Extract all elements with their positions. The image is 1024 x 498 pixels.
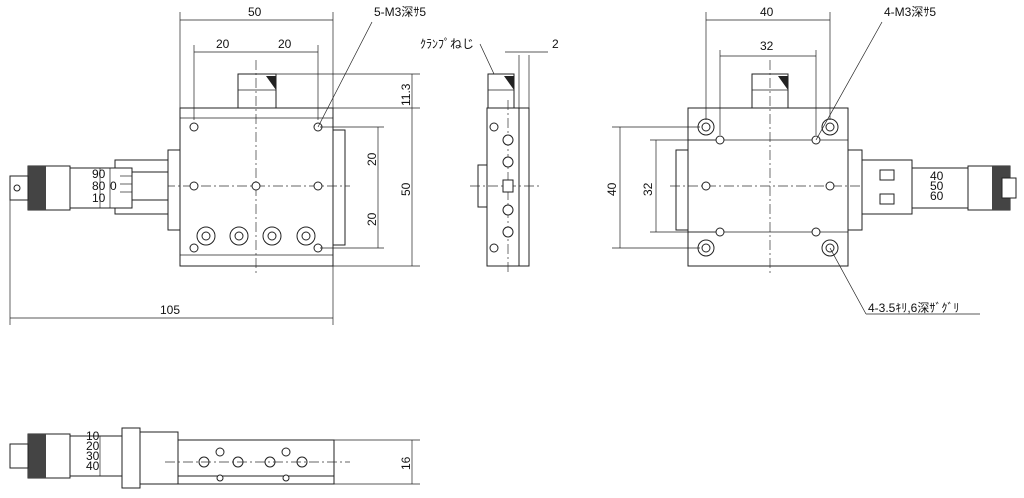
dim-side-clamp: ｸﾗﾝﾌﾟねじ bbox=[420, 37, 474, 51]
front-counterbore-holes bbox=[196, 226, 316, 246]
dim-height-11-3: 11.3 bbox=[399, 83, 413, 106]
dim-vert-20-upper: 20 bbox=[365, 152, 379, 166]
dim-side-2: 2 bbox=[552, 37, 559, 51]
dim-top-half-left: 20 bbox=[216, 37, 230, 51]
side-rail bbox=[518, 107, 530, 267]
right-scale-2: 60 bbox=[930, 189, 944, 203]
bottom-scale-0: 10 bbox=[86, 429, 100, 443]
dim-right-inner-32: 32 bbox=[760, 39, 774, 53]
front-scale-3: 0 bbox=[110, 179, 117, 193]
front-scale-0: 90 bbox=[92, 167, 106, 181]
front-view: 90 80 10 0 50 20 20 5-M3深ｻ5 11.3 20 20 bbox=[9, 5, 426, 325]
right-view: 40 50 60 40 32 4-M3深ｻ5 40 32 4-3.5ｷﾘ,6深ｻ… bbox=[605, 5, 1017, 315]
dim-counterbore-label: 4-3.5ｷﾘ,6深ｻﾞｸﾞﾘ bbox=[868, 301, 959, 315]
dim-right-height-32: 32 bbox=[641, 182, 655, 196]
dim-top-width: 50 bbox=[248, 5, 262, 19]
bottom-holes bbox=[198, 447, 308, 482]
side-view: ｸﾗﾝﾌﾟねじ 2 bbox=[420, 37, 559, 275]
bottom-scale-3: 40 bbox=[86, 459, 100, 473]
front-knob-shade bbox=[266, 76, 276, 90]
front-right-rail bbox=[332, 129, 346, 246]
dim-right-height-40: 40 bbox=[605, 182, 619, 196]
right-scale-1: 50 bbox=[930, 179, 944, 193]
dim-vert-50: 50 bbox=[399, 182, 413, 196]
dim-total-105: 105 bbox=[160, 303, 180, 317]
front-left-rail bbox=[167, 149, 181, 231]
dim-right-tap-label: 4-M3深ｻ5 bbox=[884, 5, 936, 19]
side-holes bbox=[489, 122, 514, 253]
bottom-scale-2: 30 bbox=[86, 449, 100, 463]
dim-bottom-height-16: 16 bbox=[399, 456, 413, 470]
right-micrometer: 40 50 60 bbox=[861, 159, 1017, 215]
front-micrometer: 90 80 10 0 bbox=[9, 159, 169, 215]
bottom-view: 10 20 30 40 16 bbox=[9, 427, 420, 489]
dim-vert-20-lower: 20 bbox=[365, 212, 379, 226]
front-scale-2: 10 bbox=[92, 191, 106, 205]
front-scale-1: 80 bbox=[92, 179, 106, 193]
bottom-scale-1: 20 bbox=[86, 439, 100, 453]
right-scale-0: 40 bbox=[930, 169, 944, 183]
dim-tap-label: 5-M3深ｻ5 bbox=[374, 5, 426, 19]
dim-right-width-40: 40 bbox=[760, 5, 774, 19]
dim-top-half-right: 20 bbox=[278, 37, 292, 51]
